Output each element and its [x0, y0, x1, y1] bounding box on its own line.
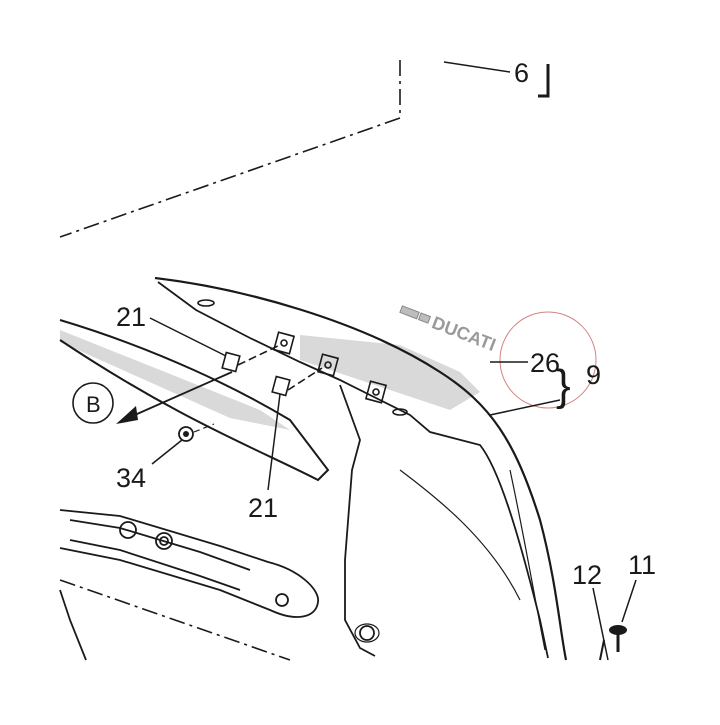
- clip-nut-1: [272, 331, 296, 355]
- clip-nut-1-hole: [280, 339, 288, 347]
- subframe-boss-2-ring: [159, 536, 169, 546]
- fairing-inner-edge: [157, 281, 549, 659]
- fairing-panel: [154, 276, 568, 661]
- subframe-lower: [59, 589, 87, 661]
- leader-12: [592, 587, 609, 661]
- subframe-pivot: [275, 593, 289, 607]
- subframe-boss-2: [155, 532, 173, 550]
- decal-stripe-2: [417, 312, 432, 324]
- view-b-label: B: [86, 392, 101, 417]
- part-12-edge: [599, 639, 605, 661]
- leader-21-bottom: [267, 393, 281, 491]
- label-26: 26: [530, 348, 560, 378]
- fastener-hole: [359, 625, 375, 641]
- leader-11: [621, 579, 637, 623]
- mount-hole-top: [197, 299, 215, 307]
- view-b-arrow-line: [127, 371, 233, 419]
- label-6: 6: [514, 58, 529, 88]
- leader-21-top: [149, 317, 227, 357]
- label-21-bottom: 21: [248, 493, 278, 523]
- clip-nut-3: [364, 380, 388, 404]
- axis-line-1: [237, 344, 281, 366]
- subframe-inner-2: [69, 539, 241, 591]
- subframe: [59, 509, 319, 661]
- clip-nuts: [272, 331, 388, 404]
- fastener-hole-rim: [354, 623, 380, 643]
- fairing-front-edge: [339, 384, 376, 657]
- view-b-arrowhead: [116, 406, 138, 424]
- decal-text: DUCATI: [429, 312, 498, 355]
- mount-hole-bottom: [392, 408, 408, 416]
- view-b-circle: [72, 382, 114, 424]
- clip-nut-2: [316, 353, 340, 377]
- fairing-rib-2: [509, 469, 546, 651]
- highlight-circle: [499, 311, 597, 409]
- ducati-decal: DUCATI: [399, 305, 499, 355]
- label-12: 12: [572, 560, 602, 590]
- reference-lines: [59, 60, 401, 661]
- fastener-21-top: [221, 351, 241, 373]
- fairing-outline: [154, 276, 568, 661]
- screw-34-head: [178, 426, 194, 442]
- screw-34-center: [183, 431, 189, 437]
- decal-stripe-1: [399, 305, 420, 320]
- reference-line-diagonal: [59, 117, 401, 238]
- fastener-21-bottom: [271, 375, 291, 397]
- fasteners-21: [221, 344, 323, 397]
- label-11: 11: [628, 550, 656, 580]
- label-34: 34: [116, 463, 146, 493]
- screw-34: [178, 426, 194, 442]
- clip-nut-3-hole: [372, 388, 380, 396]
- screw-11-head: [609, 625, 627, 635]
- side-strip-shade: [60, 330, 290, 430]
- fairing-upper-shade: [300, 335, 480, 410]
- screw-11: [609, 625, 627, 652]
- axis-line-2: [287, 367, 323, 391]
- brace-9: }: [556, 361, 571, 410]
- label-21-top: 21: [116, 302, 146, 332]
- leader-9: [489, 399, 561, 416]
- subframe-outline: [59, 509, 319, 618]
- screw-34-axis: [193, 423, 215, 433]
- label-9: 9: [586, 360, 601, 390]
- leader-34: [151, 439, 183, 465]
- subframe-boss-1: [119, 521, 137, 539]
- clip-nut-2-hole: [324, 361, 332, 369]
- reference-line-lower: [59, 579, 291, 661]
- bracket-6: [538, 64, 550, 98]
- leader-6: [443, 61, 511, 73]
- fairing-rib: [399, 469, 521, 601]
